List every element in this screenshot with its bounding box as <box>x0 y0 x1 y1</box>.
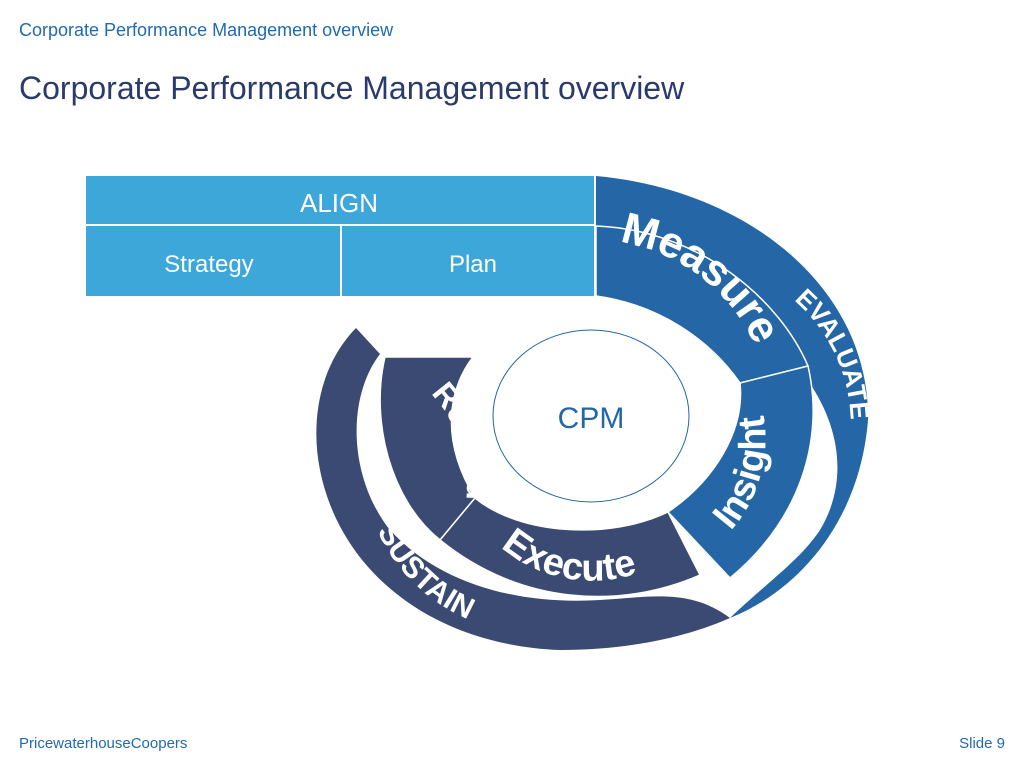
footer-company: PricewaterhouseCoopers <box>19 735 188 752</box>
align-label: ALIGN <box>300 188 378 218</box>
insight-segment <box>666 365 814 580</box>
execute-segment <box>438 496 702 598</box>
plan-box <box>342 226 594 296</box>
footer-slide-number: Slide 9 <box>959 735 1005 752</box>
cpm-label: CPM <box>558 402 625 435</box>
slide-title: Corporate Performance Management overvie… <box>19 70 685 106</box>
plan-label: Plan <box>449 251 497 278</box>
header-title: Corporate Performance Management overvie… <box>19 20 394 40</box>
strategy-label: Strategy <box>164 251 253 278</box>
strategy-box <box>86 226 340 296</box>
sustain-band <box>316 328 730 650</box>
align-box <box>86 176 594 224</box>
cpm-center-circle <box>492 329 690 503</box>
